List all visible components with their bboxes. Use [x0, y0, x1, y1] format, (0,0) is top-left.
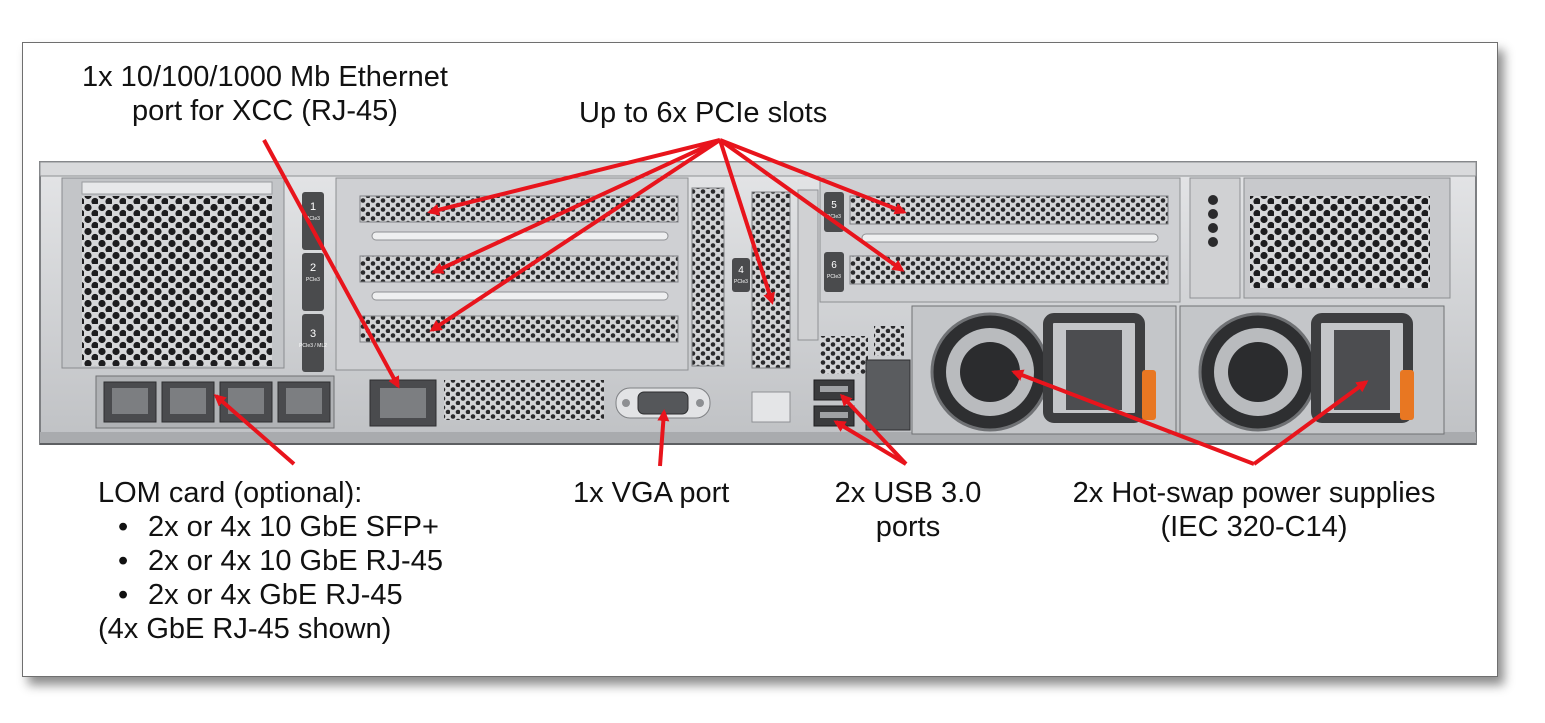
pcie-arrow-3: [429, 138, 722, 332]
slot-1-type: PCIe3: [306, 216, 320, 222]
usb-label-line1: 2x USB 3.0: [834, 477, 982, 509]
lom-card: [95, 375, 335, 429]
psu-label-line1: 2x Hot-swap power supplies: [1072, 477, 1436, 509]
power-supplies-label: 2x Hot-swap power supplies (IEC 320-C14): [1044, 476, 1464, 544]
slot-5-number: 5: [831, 200, 837, 211]
lom-bullet-2: 2x or 4x 10 GbE RJ-45: [98, 544, 443, 578]
usb-arrow-2: [833, 420, 908, 466]
right-vent: [1189, 177, 1451, 299]
xcc-port-label: 1x 10/100/1000 Mb Ethernet port for XCC …: [58, 60, 472, 128]
pcie-arrow-5: [719, 138, 907, 215]
psu-label-line2: (IEC 320-C14): [1160, 511, 1348, 543]
left-vent: [61, 177, 285, 369]
xcc-ethernet-port: [369, 379, 437, 427]
pcie-slots-label: Up to 6x PCIe slots: [579, 97, 828, 129]
pcie-arrow-4: [718, 139, 775, 305]
xcc-arrow: [262, 139, 400, 389]
usb-ports-label: 2x USB 3.0 ports: [818, 476, 998, 544]
lom-arrow: [213, 394, 296, 466]
slot-5-type: PCIe3: [827, 214, 841, 220]
slot-labels-left: 1 PCIe3 2 PCIe3 3 PCIe3 / ML2: [299, 192, 327, 372]
psu-arrow-1: [1011, 369, 1255, 466]
lom-note: (4x GbE RJ-45 shown): [98, 613, 392, 645]
slot-4-type: PCIe3: [734, 279, 748, 285]
lom-bullet-1: 2x or 4x 10 GbE SFP+: [98, 510, 443, 544]
pcie-riser-1: [335, 177, 689, 371]
callout-arrows: [213, 138, 1369, 467]
lom-card-label: LOM card (optional): 2x or 4x 10 GbE SFP…: [98, 476, 443, 646]
pcie-riser-3: 5 PCIe3 6 PCIe3: [819, 177, 1181, 303]
lom-bullet-3: 2x or 4x GbE RJ-45: [98, 578, 443, 612]
slot-6-type: PCIe3: [827, 274, 841, 280]
slot-6-number: 6: [831, 260, 837, 271]
pcie-arrow-6: [718, 138, 905, 272]
power-supply-2: [1179, 305, 1445, 435]
usb-label-line2: ports: [875, 511, 941, 543]
vga-port: [615, 387, 711, 419]
slot-4-number: 4: [738, 265, 744, 276]
slot-2-number: 2: [310, 262, 316, 274]
vga-port-label: 1x VGA port: [573, 477, 730, 509]
pcie-arrow-1: [427, 138, 721, 216]
slot-3-type: PCIe3 / ML2: [299, 343, 327, 349]
pcie-arrow-2: [431, 138, 721, 274]
vga-arrow: [657, 409, 670, 467]
xcc-label-line2: port for XCC (RJ-45): [132, 95, 398, 127]
slot-1-number: 1: [310, 201, 316, 213]
power-supply-1: [911, 305, 1177, 435]
pcie-riser-2: 4 PCIe3: [691, 187, 819, 423]
psu-arrow-2: [1252, 380, 1369, 466]
xcc-label-line1: 1x 10/100/1000 Mb Ethernet: [82, 61, 448, 93]
center-vent: [444, 326, 904, 420]
lom-title: LOM card (optional):: [98, 477, 363, 509]
slot-3-number: 3: [310, 328, 316, 340]
slot-2-type: PCIe3: [306, 277, 320, 283]
usb-arrow-1: [839, 393, 908, 466]
